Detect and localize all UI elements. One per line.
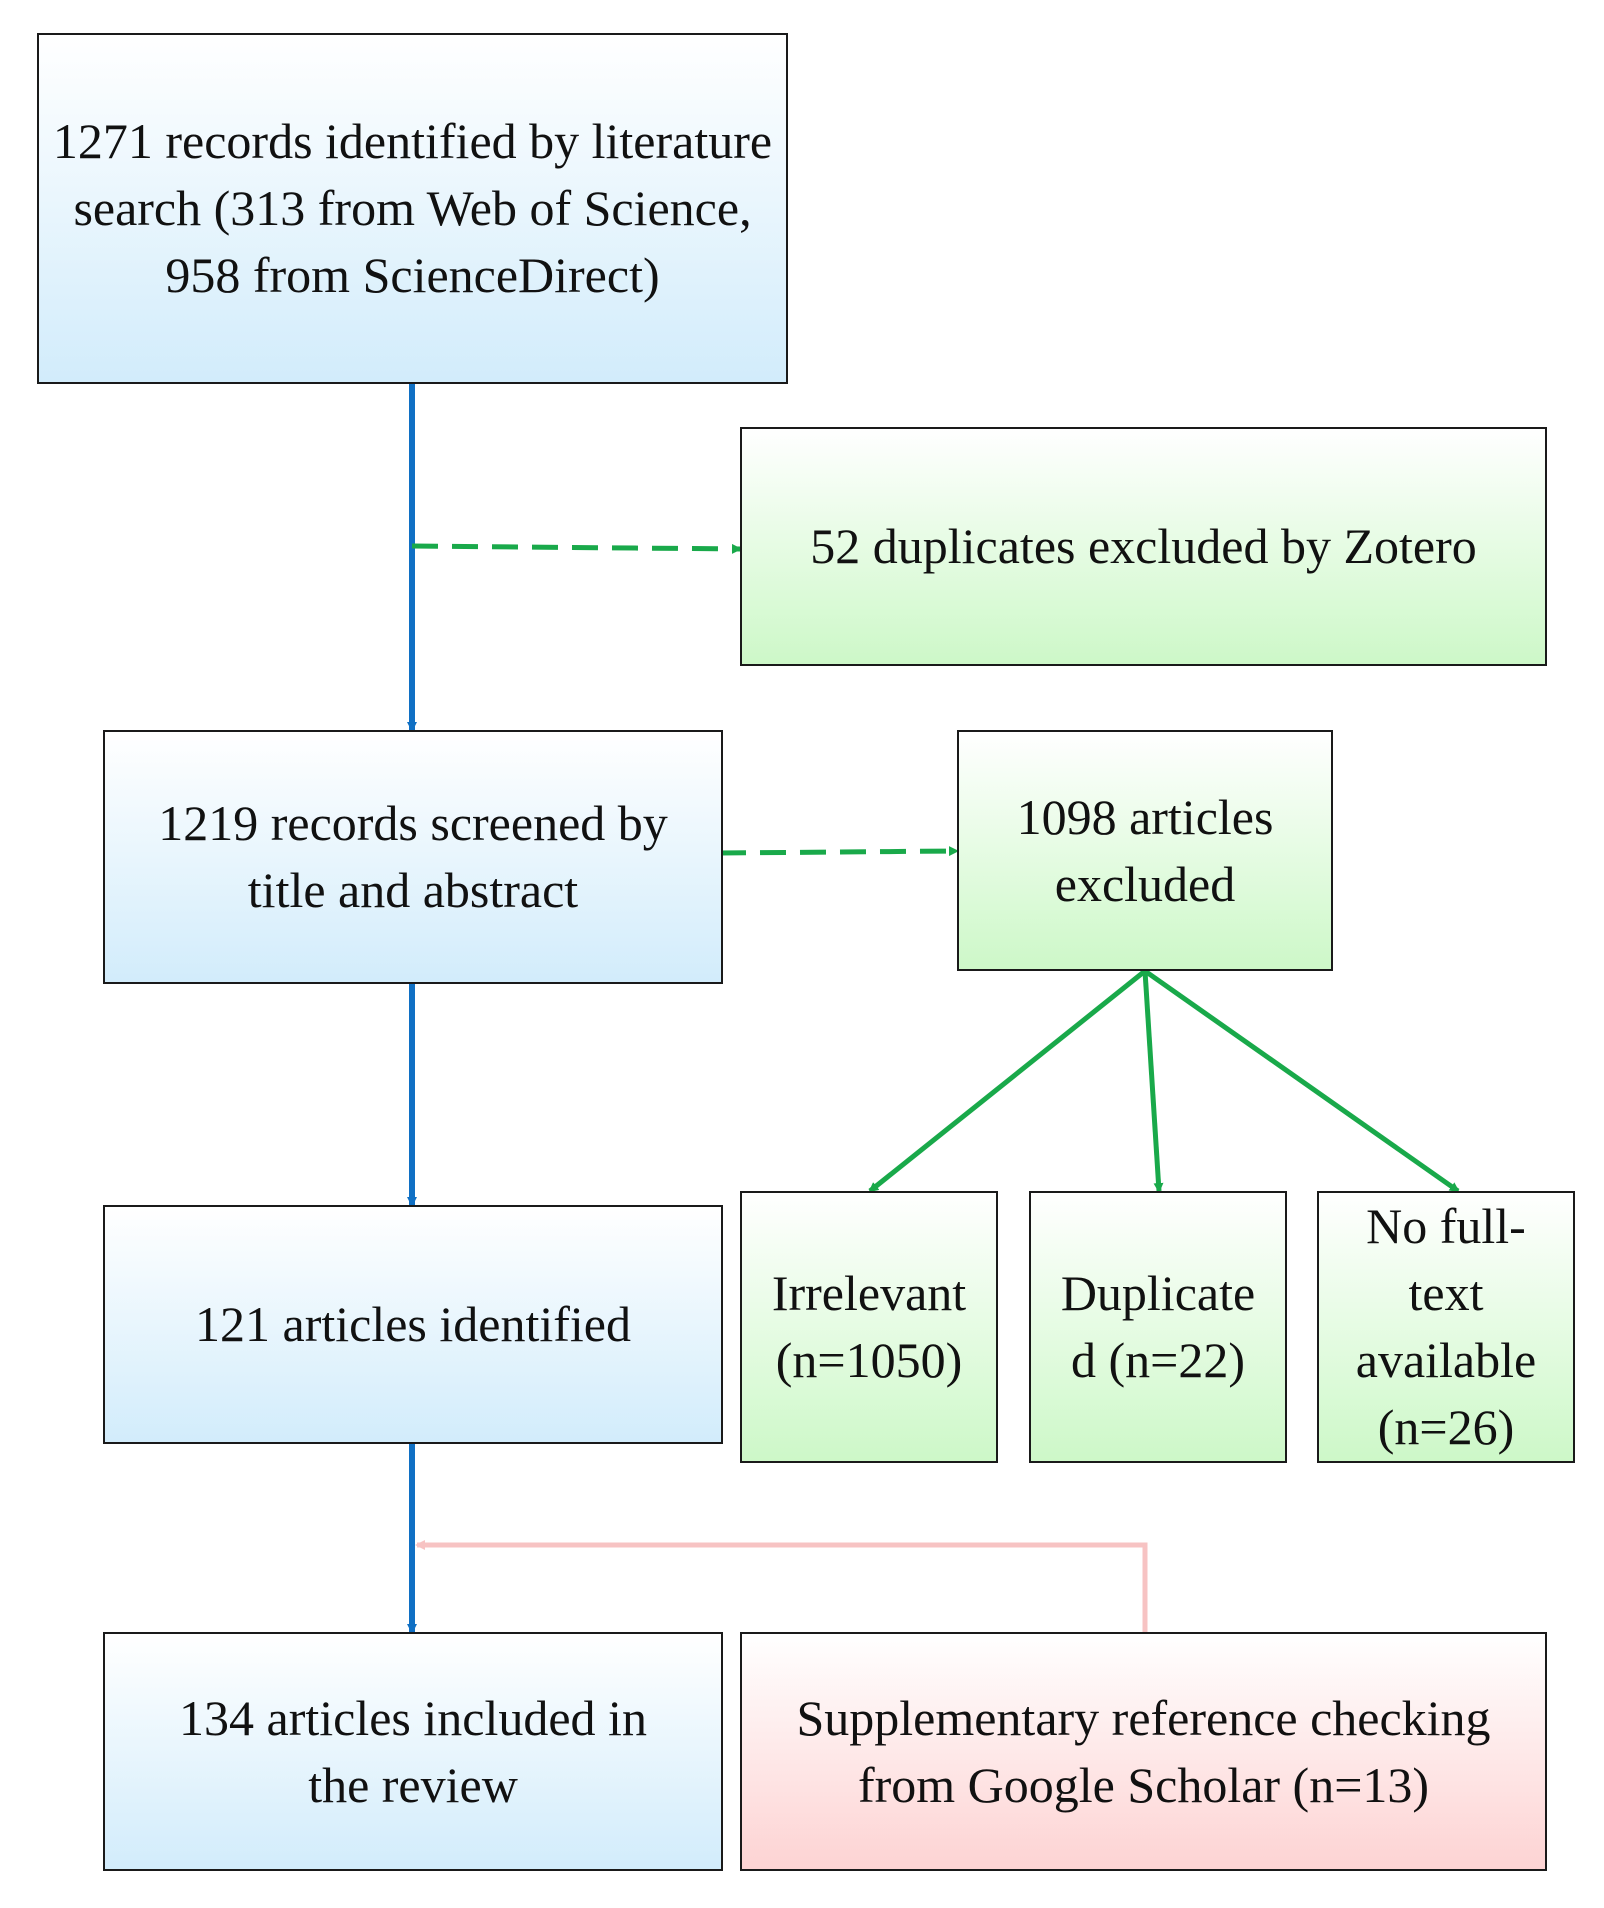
- records-identified-box: 1271 records identified by literature se…: [37, 33, 788, 384]
- no-full-text-text: No full-text available (n=26): [1355, 1198, 1537, 1455]
- no-full-text-box: No full-text available (n=26): [1317, 1191, 1575, 1463]
- irrelevant-text: Irrelevant (n=1050): [771, 1265, 967, 1388]
- duplicated-box: Duplicate d (n=22): [1029, 1191, 1287, 1463]
- articles-excluded-box: 1098 articles excluded: [957, 730, 1333, 971]
- arrow-supplementary-to-included: [415, 1540, 1148, 1632]
- articles-identified-box: 121 articles identified: [103, 1205, 723, 1444]
- duplicates-excluded-box: 52 duplicates excluded by Zotero: [740, 427, 1547, 666]
- arrow-articles-excluded: [719, 846, 959, 857]
- duplicated-text: Duplicate d (n=22): [1060, 1265, 1256, 1388]
- arrow-duplicates-excluded: [411, 543, 742, 554]
- irrelevant-box: Irrelevant (n=1050): [740, 1191, 998, 1463]
- arrow-to-irrelevant: [868, 969, 1147, 1193]
- supplementary-checking-box: Supplementary reference checking from Go…: [740, 1632, 1547, 1871]
- arrow-to-no-full-text: [1143, 968, 1460, 1194]
- articles-included-text: 134 articles included in the review: [179, 1689, 647, 1813]
- arrow-to-duplicated: [1142, 970, 1164, 1193]
- records-screened-box: 1219 records screened by title and abstr…: [103, 730, 723, 984]
- articles-identified-text: 121 articles identified: [195, 1296, 631, 1352]
- articles-excluded-text: 1098 articles excluded: [1016, 788, 1274, 912]
- duplicates-excluded-text: 52 duplicates excluded by Zotero: [810, 518, 1477, 574]
- records-screened-text: 1219 records screened by title and abstr…: [158, 795, 668, 918]
- articles-included-box: 134 articles included in the review: [103, 1632, 723, 1871]
- supplementary-checking-text: Supplementary reference checking from Go…: [796, 1689, 1491, 1813]
- records-identified-text: 1271 records identified by literature se…: [52, 113, 773, 303]
